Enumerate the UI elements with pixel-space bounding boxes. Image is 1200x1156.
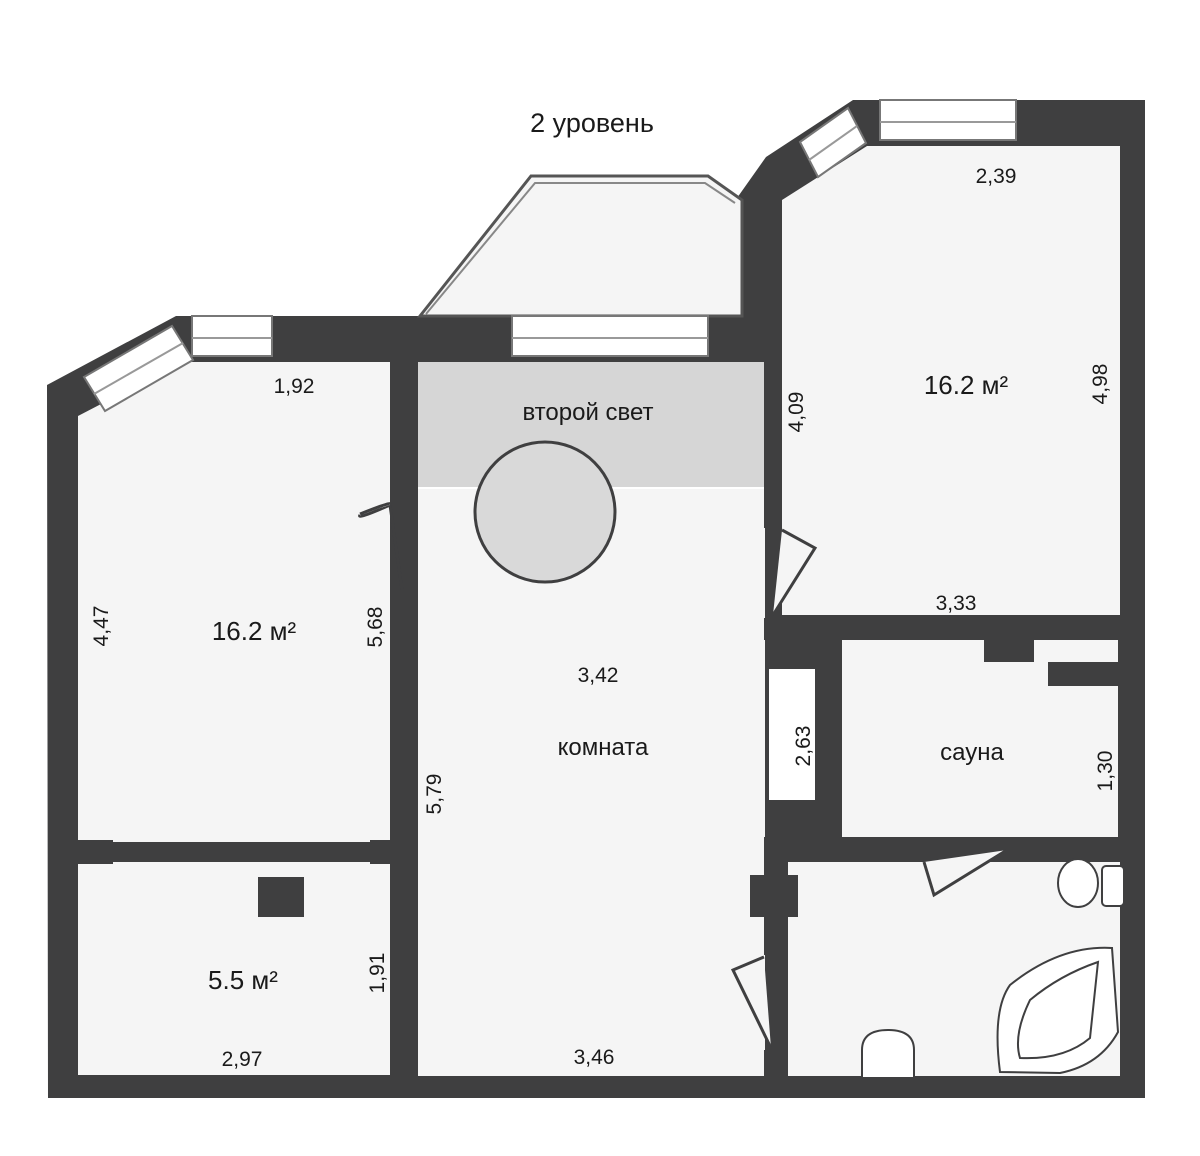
left-bedroom-floor: [78, 362, 390, 842]
right-bedroom-area: 16.2 м²: [924, 370, 1009, 400]
storage-right-dim: 1,91: [366, 953, 389, 994]
doors: [358, 502, 1008, 1049]
sliding-doors: [116, 625, 972, 855]
closet-dim: 2,63: [792, 726, 815, 767]
left-bedroom-left-dim: 4,47: [90, 606, 113, 647]
right-bedroom-right-dim: 4,98: [1089, 364, 1112, 405]
bay-window-glazing: [425, 182, 736, 315]
storage-area: 5.5 м²: [208, 965, 278, 995]
toilet-icon: [1057, 858, 1099, 908]
main-room-bottom-dim: 3,46: [574, 1046, 615, 1069]
right-bedroom-left-dim: 4,09: [785, 392, 808, 433]
sauna-name: сауна: [940, 739, 1004, 766]
chandelier-circle: [473, 440, 617, 584]
closet: [767, 667, 817, 802]
second-light-label: второй свет: [522, 399, 653, 426]
right-bedroom-floor: [782, 146, 1120, 615]
storage-bottom-dim: 2,97: [222, 1048, 263, 1071]
storage-column: [258, 877, 304, 917]
plan-title: 2 уровень: [530, 108, 654, 138]
left-bedroom-top-dim: 1,92: [274, 375, 315, 398]
main-room-width-dim: 3,42: [578, 664, 619, 687]
interior-walls: [78, 358, 1120, 1098]
right-bedroom-bottom-dim: 3,33: [936, 592, 977, 615]
storage-floor: [78, 862, 390, 1075]
right-bedroom-top-dim: 2,39: [976, 165, 1017, 188]
bay-window: [416, 174, 744, 318]
window-glazing-lines: [93, 121, 1016, 395]
left-bedroom-area: 16.2 м²: [212, 616, 297, 646]
left-bedroom-right-dim: 5,68: [364, 607, 387, 648]
sink-icon: [861, 1028, 915, 1079]
sauna-right-dim: 1,30: [1094, 751, 1117, 792]
main-room-name: комната: [558, 734, 649, 761]
bathroom-fixtures: [861, 858, 1125, 1079]
main-room-left-dim: 5,79: [423, 774, 446, 815]
